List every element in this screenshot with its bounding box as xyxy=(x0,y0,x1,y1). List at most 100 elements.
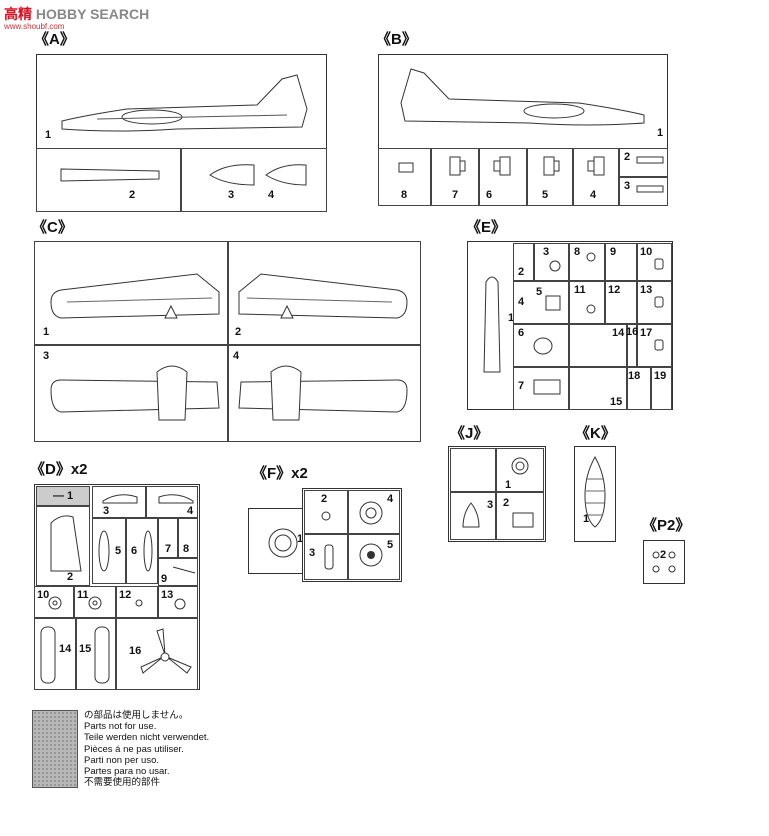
part-number: 14 xyxy=(59,643,72,655)
sprue-e-cell-13: 13 xyxy=(637,281,672,324)
legend-line: Partes para no usar. xyxy=(84,766,170,778)
part-number: 5 xyxy=(542,189,549,201)
part-number: 8 xyxy=(401,189,408,201)
propeller-part xyxy=(140,628,192,674)
sprue-d-cell-1: — 1 xyxy=(36,486,90,506)
part-number: 4 xyxy=(268,189,275,201)
wing-lower-left xyxy=(50,365,220,421)
sprue-d-cell-12: 12 xyxy=(116,586,158,618)
sprue-c-title: 《C》 xyxy=(32,219,73,236)
sprue-p2-title: 《P2》 xyxy=(642,517,691,534)
wing-upper-right xyxy=(238,273,408,319)
part-number: 2 xyxy=(518,266,525,278)
unused-parts-swatch xyxy=(32,710,78,788)
sprue-e-cell-18: 18 xyxy=(627,367,651,410)
sprue-e-cell-9: 9 xyxy=(605,243,637,281)
sprue-d-cell-13: 13 xyxy=(158,586,198,618)
part-number: 11 xyxy=(77,589,89,601)
sprue-d-cell-9: 9 xyxy=(158,558,198,586)
sprue-c-cell-1: 1 xyxy=(34,241,228,345)
part-number: 1 xyxy=(505,479,512,491)
fuselage-left-half xyxy=(61,74,308,132)
part-number: 6 xyxy=(518,327,525,339)
part-number: 1 xyxy=(45,129,52,141)
part-number: 17 xyxy=(640,327,653,339)
part-number: 4 xyxy=(233,350,240,362)
fuel-tank-part xyxy=(584,455,606,528)
part-number: 7 xyxy=(165,543,172,555)
sprue-d-cell-14: 14 xyxy=(34,618,76,690)
part-number: 2 xyxy=(660,549,667,561)
part-number: 12 xyxy=(608,284,621,296)
part-number: 4 xyxy=(187,505,194,517)
wing-upper-left xyxy=(50,273,220,319)
part-number: 15 xyxy=(610,396,623,408)
part-number: 15 xyxy=(79,643,92,655)
part-number: 4 xyxy=(590,189,597,201)
part-number: 13 xyxy=(161,589,174,601)
sprue-c-cell-2: 3 xyxy=(34,345,228,442)
sprue-f-cell-2: 2 xyxy=(304,490,348,534)
part-number: 2 xyxy=(624,151,631,163)
canopy-parts xyxy=(209,164,307,186)
sprue-c-cell-4: 4 xyxy=(228,345,421,442)
sprue-k-title: 《K》 xyxy=(575,425,616,442)
part-number: 16 xyxy=(129,645,142,657)
sprue-e-cell-12: 12 xyxy=(605,281,637,324)
part-number: 18 xyxy=(628,370,641,382)
sprue-d-cell-2: 2 xyxy=(36,506,90,586)
part-number: 6 xyxy=(486,189,493,201)
sprue-e-cell-14: 14 xyxy=(569,324,627,367)
sprue-e-cell-4-5: 4 5 xyxy=(513,281,569,324)
sprue-e-cell-7: 7 xyxy=(513,367,569,410)
sprue-d-cell-11: 11 xyxy=(74,586,116,618)
part-number: 8 xyxy=(574,246,581,258)
sprue-d-cell-8: 8 xyxy=(178,518,198,558)
sprue-e-cell-10: 10 xyxy=(637,243,672,281)
part-number: 2 xyxy=(321,493,328,505)
sprue-b-cell-3: 3 xyxy=(619,177,668,206)
part-number: 3 xyxy=(624,180,631,192)
sprue-f-cell-4: 4 xyxy=(348,490,400,534)
sprue-d-cell-4: 4 xyxy=(146,486,198,518)
part-number: 3 xyxy=(487,499,494,511)
legend-line: Parti non per uso. xyxy=(84,754,159,766)
part-number: 7 xyxy=(452,189,459,201)
sprue-p2-frame: 2 xyxy=(643,540,685,584)
sprue-d-cell-15: 15 xyxy=(76,618,116,690)
part-number: 12 xyxy=(119,589,132,601)
sprue-f-title: 《F》x2 xyxy=(252,465,308,482)
sprue-b-cell-2: 2 xyxy=(619,148,668,177)
part-number: 3 xyxy=(228,189,235,201)
sprue-e-title: 《E》 xyxy=(466,219,507,236)
legend-line: Teile werden nicht verwendet. xyxy=(84,732,210,744)
sprue-d-cell-7: 7 xyxy=(158,518,178,558)
part-number: 9 xyxy=(610,246,617,258)
sprue-d-cell-5: 5 xyxy=(92,518,126,584)
sprue-j-cell-empty xyxy=(450,448,496,492)
part-number: 5 xyxy=(387,539,394,551)
sprue-b-cell-6: 6 xyxy=(479,148,527,206)
part-number: 6 xyxy=(131,545,138,557)
sprue-d-title: 《D》x2 xyxy=(30,461,88,478)
sprue-f-cell-3: 3 xyxy=(304,534,348,580)
sprue-e-cell-15: 15 xyxy=(569,367,627,410)
sprue-d-cell-3: 3 xyxy=(92,486,146,518)
part-number: 16 xyxy=(626,326,639,338)
part-number: 2 xyxy=(67,571,74,583)
part-number: 2 xyxy=(503,497,510,509)
sprue-e-cell-19: 19 xyxy=(651,367,672,410)
part-number: 1 xyxy=(297,533,304,545)
sprue-j-cell-2: 2 xyxy=(496,492,544,540)
sprue-e-cell-2: 2 xyxy=(513,243,534,281)
sprue-b-cell-8: 8 xyxy=(378,148,431,206)
legend-line: Parts not for use. xyxy=(84,721,157,733)
sprue-b-cell-4: 4 xyxy=(573,148,619,206)
sprue-e-cell-3: 3 xyxy=(534,243,569,281)
sprue-j-cell-1: 1 xyxy=(496,448,544,492)
legend-line: の部品は使用しません。 xyxy=(84,710,189,721)
watermark-logo: 高精 HOBBY SEARCH www.shoubf.com xyxy=(4,4,149,31)
part-number: 9 xyxy=(161,573,168,585)
sprue-d-cell-6: 6 xyxy=(126,518,158,584)
sprue-a-cell-3-4: 3 4 xyxy=(181,148,327,212)
